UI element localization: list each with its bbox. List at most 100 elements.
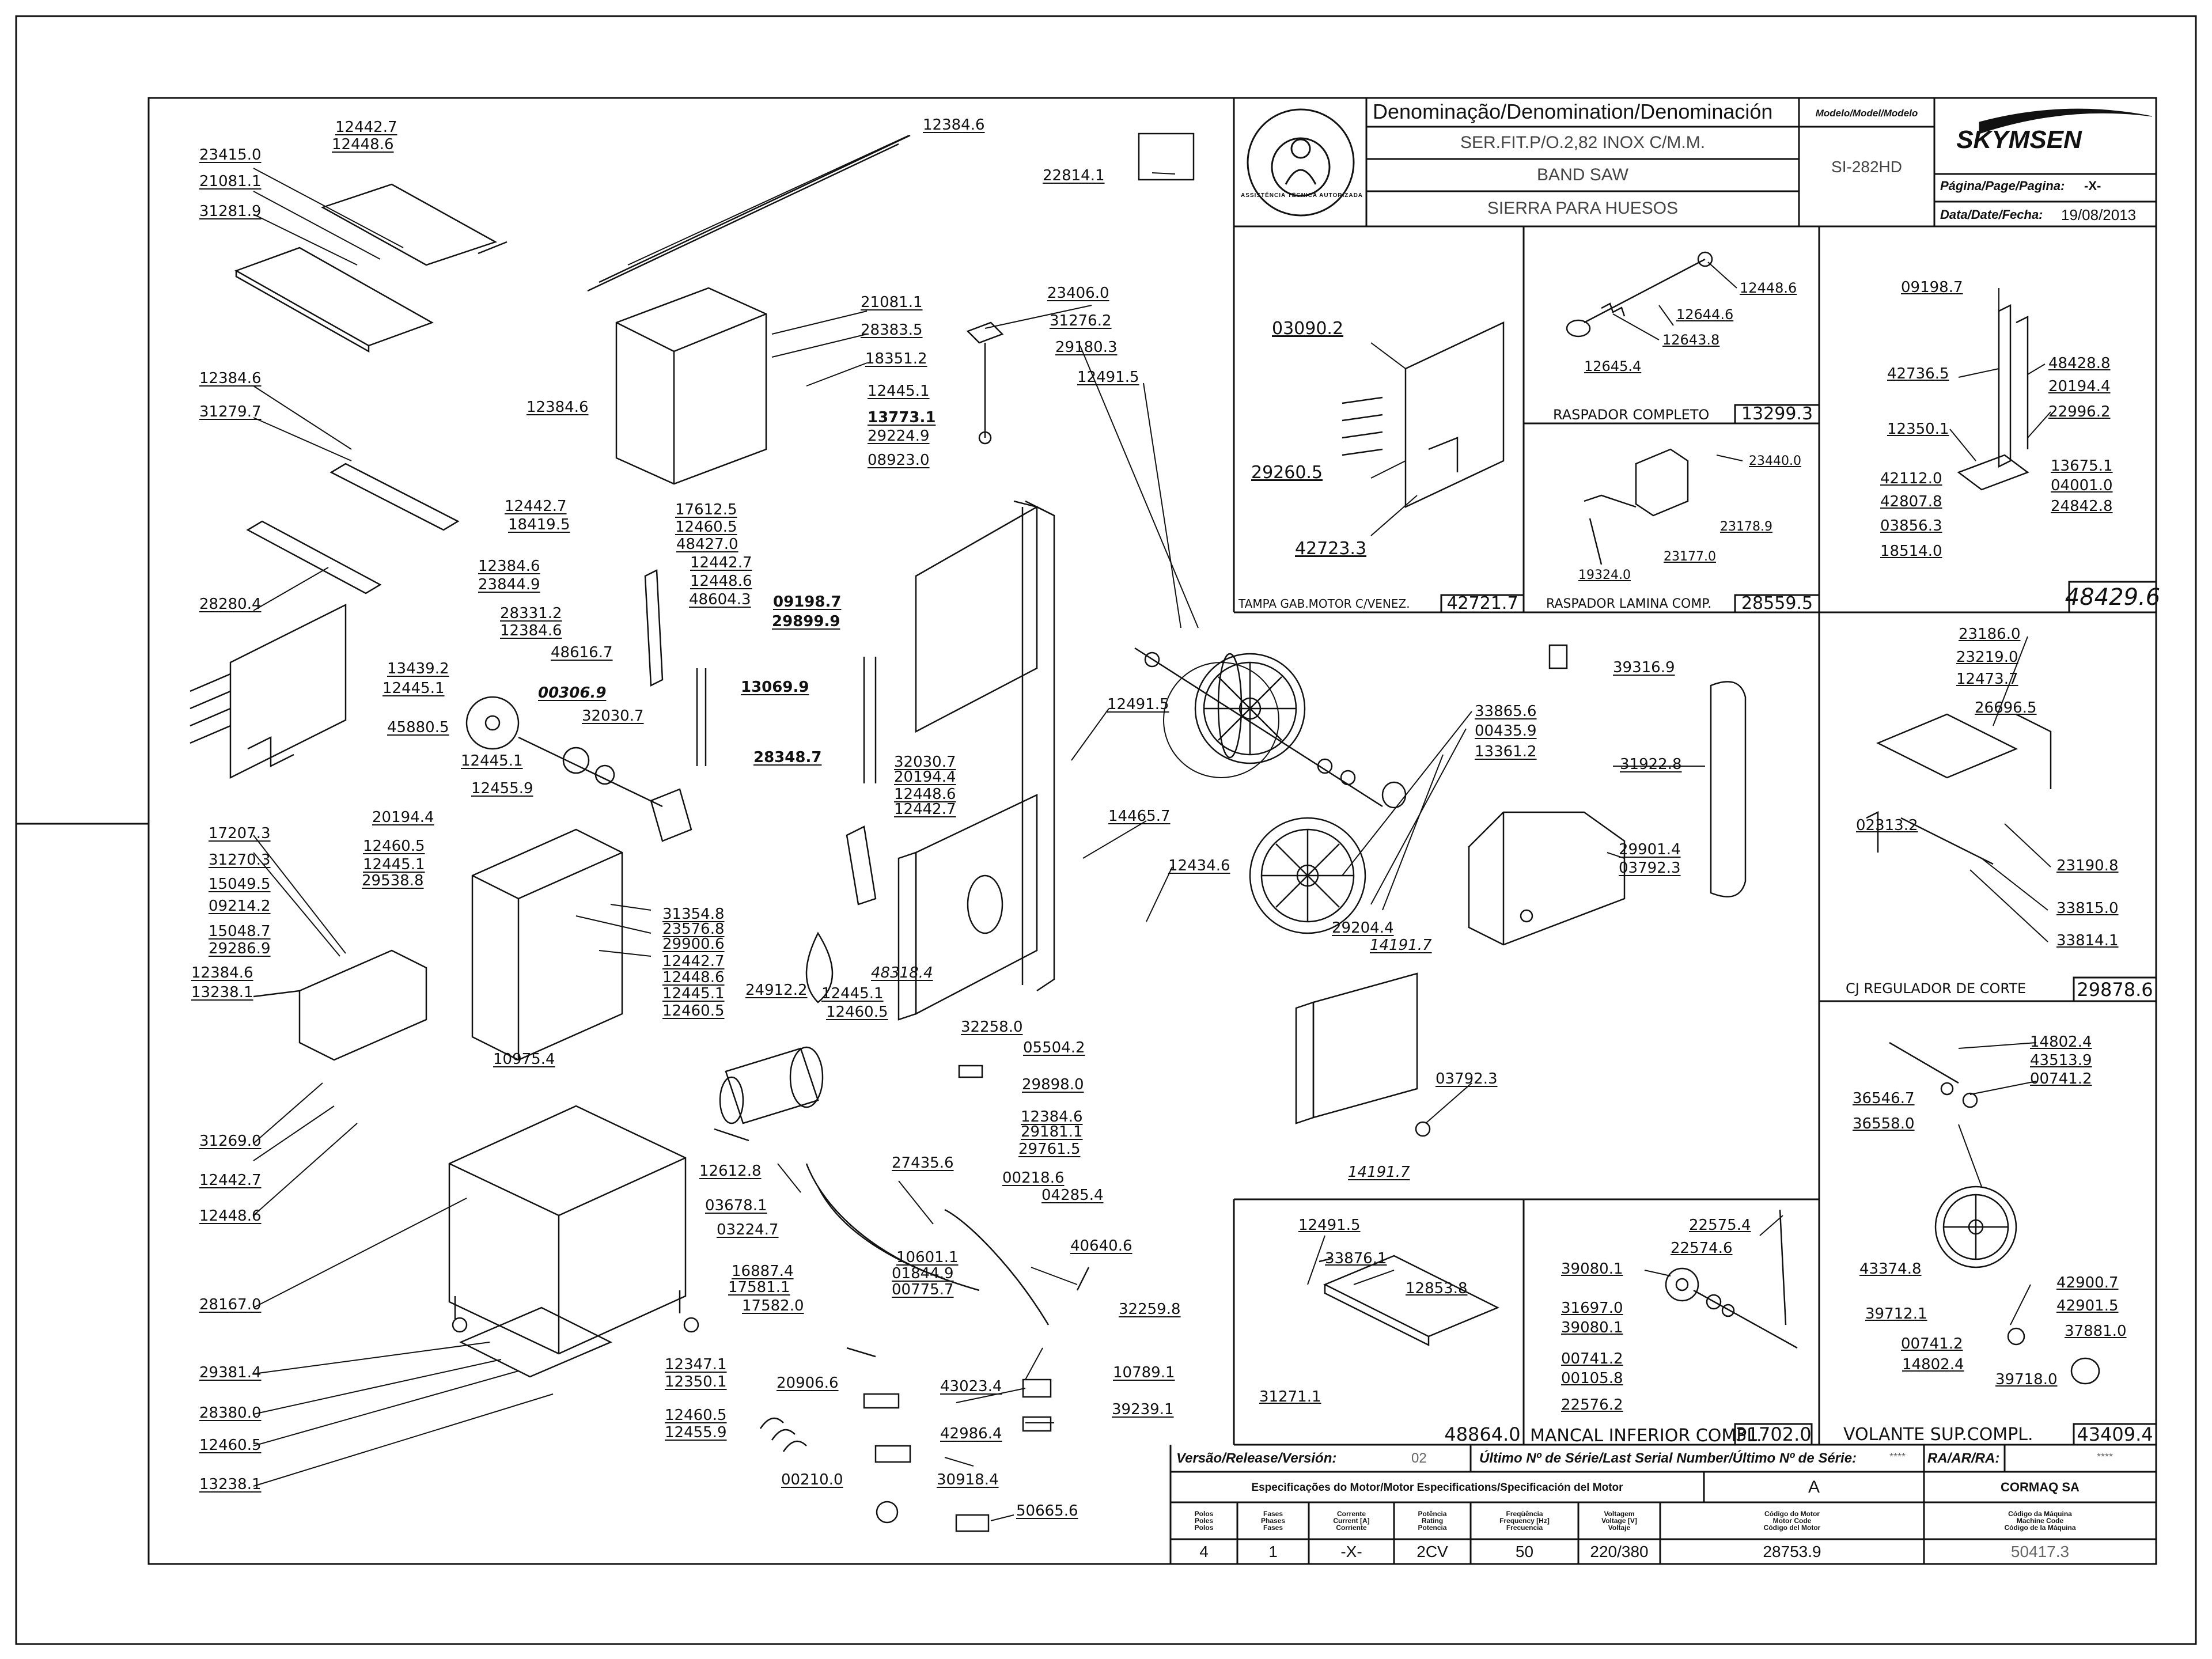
page-value: -X-	[2084, 179, 2101, 193]
part-number: 45880.5	[387, 719, 449, 736]
part-number: 28167.0	[199, 1296, 262, 1313]
part-number: 15048.7	[209, 923, 271, 940]
part-number: 12442.7	[335, 119, 397, 136]
part-number: 12442.7	[662, 953, 725, 970]
part-number: 36546.7	[1853, 1090, 1915, 1107]
part-number: 12448.6	[662, 969, 725, 986]
part-number: 29224.9	[868, 427, 930, 445]
part-number: 12384.6	[527, 399, 589, 416]
part-number: 23576.8	[662, 921, 725, 938]
part-number: 31269.0	[199, 1132, 262, 1150]
part-number: 12644.6	[1676, 306, 1734, 323]
part-number: 48604.3	[689, 591, 751, 608]
part-number: 12434.6	[1168, 857, 1230, 874]
brand-logo: SKYMSEN	[1956, 126, 2082, 154]
part-number: 29900.6	[662, 935, 725, 953]
value-voltage: 220/380	[1590, 1543, 1649, 1560]
part-number: 12445.1	[868, 382, 930, 400]
part-number: 43513.9	[2030, 1052, 2092, 1069]
part-number: 09214.2	[209, 897, 271, 915]
part-number: 12460.5	[662, 1002, 725, 1020]
part-number: 23440.0	[1749, 454, 1801, 468]
ra-value: ****	[2097, 1451, 2113, 1463]
part-number: 39080.1	[1561, 1260, 1623, 1278]
part-number: 01844.9	[892, 1265, 954, 1282]
part-number: 00306.9	[538, 684, 607, 702]
part-number: 22575.4	[1689, 1217, 1751, 1234]
panel-caption: RASPADOR COMPLETO	[1553, 407, 1710, 423]
part-number: 48318.4	[871, 964, 933, 982]
part-number: 12460.5	[199, 1437, 262, 1454]
part-number: 13773.1	[868, 409, 936, 426]
part-number: 21081.1	[199, 173, 262, 190]
part-number: 23219.0	[1956, 649, 2018, 666]
panel-code: 28559.5	[1741, 593, 1813, 613]
description-pt: SER.FIT.P/O.2,82 INOX C/M.M.	[1460, 133, 1706, 152]
manufacturer: CORMAQ SA	[2001, 1480, 2080, 1494]
col-header-current: Corrente Current [A] Corriente	[1333, 1510, 1370, 1532]
value-motor-code: 28753.9	[1763, 1543, 1821, 1560]
footer-table-lines	[1169, 1445, 2156, 1564]
part-number: 22996.2	[2048, 403, 2111, 421]
part-number: 39316.9	[1613, 659, 1675, 676]
part-number: 18419.5	[508, 516, 570, 533]
part-number: 26696.5	[1975, 699, 2037, 717]
part-number: 00218.6	[1002, 1169, 1065, 1187]
part-number: 12612.8	[699, 1162, 762, 1180]
part-number: 02313.2	[1856, 817, 1918, 834]
model-label: Modelo/Model/Modelo	[1815, 107, 1918, 119]
part-number: 50665.6	[1016, 1502, 1078, 1520]
part-number: 09198.7	[1901, 279, 1963, 296]
serial-label: Último Nº de Série/Last Serial Number/Úl…	[1479, 1450, 1857, 1466]
version-value: 02	[1411, 1450, 1427, 1466]
col-header-motor-code: Código do Motor Motor Code Código del Mo…	[1763, 1510, 1821, 1532]
part-number: 12384.6	[478, 558, 540, 575]
part-number: 00741.2	[2030, 1070, 2092, 1088]
panel-caption: TAMPA GAB.MOTOR C/VENEZ.	[1238, 597, 1410, 611]
part-number: 14802.4	[1902, 1356, 1964, 1373]
part-number: 03090.2	[1272, 319, 1344, 339]
part-number: 16887.4	[732, 1263, 794, 1280]
part-number: 17581.1	[728, 1279, 790, 1296]
part-number: 12350.1	[1887, 421, 1949, 438]
part-number: 29181.1	[1021, 1123, 1083, 1141]
part-number: 29898.0	[1022, 1076, 1084, 1093]
part-number: 12460.5	[665, 1407, 727, 1424]
part-number: 12384.6	[923, 116, 985, 134]
part-number: 20194.4	[894, 768, 956, 786]
panel-caption: CJ REGULADOR DE CORTE	[1846, 980, 2027, 997]
part-number: 42723.3	[1295, 539, 1367, 559]
part-number: 31271.1	[1259, 1388, 1321, 1406]
part-number: 40640.6	[1070, 1237, 1132, 1255]
part-number: 20194.4	[2048, 378, 2111, 395]
part-number: 13069.9	[741, 679, 809, 696]
denomination-label: Denominação/Denomination/Denominación	[1373, 100, 1773, 123]
part-number: 29286.9	[209, 940, 271, 957]
part-number: 32258.0	[961, 1018, 1023, 1036]
part-number: 17612.5	[675, 501, 737, 518]
part-number: 23415.0	[199, 146, 262, 164]
part-number: 12455.9	[471, 780, 533, 797]
part-number: 12643.8	[1662, 332, 1720, 348]
part-number: 20194.4	[372, 809, 434, 826]
part-number: 12473.7	[1956, 671, 2018, 688]
version-label: Versão/Release/Versión:	[1176, 1450, 1337, 1466]
part-number: 31922.8	[1620, 756, 1682, 773]
leader-lines	[253, 135, 2051, 1521]
part-number: 12347.1	[665, 1356, 727, 1373]
part-number: 12448.6	[690, 573, 752, 590]
part-number: 23406.0	[1047, 285, 1109, 302]
value-rating: 2CV	[1416, 1543, 1448, 1560]
part-number: 14191.7	[1348, 1164, 1410, 1181]
date-value: 19/08/2013	[2061, 206, 2137, 224]
part-number: 00741.2	[1901, 1335, 1963, 1353]
page-label: Página/Page/Pagina:	[1940, 179, 2065, 193]
part-number: 39712.1	[1865, 1305, 1927, 1323]
col-header-machine-code: Código da Máquina Machine Code Código de…	[2004, 1510, 2076, 1532]
col-header-voltage: Voltagem Voltage [V] Voltaje	[1601, 1510, 1637, 1532]
part-number: 03792.3	[1435, 1070, 1498, 1088]
part-number: 00435.9	[1475, 722, 1537, 740]
part-number: 29761.5	[1018, 1141, 1081, 1158]
part-number: 04001.0	[2051, 477, 2113, 494]
part-number: 48428.8	[2048, 355, 2111, 372]
